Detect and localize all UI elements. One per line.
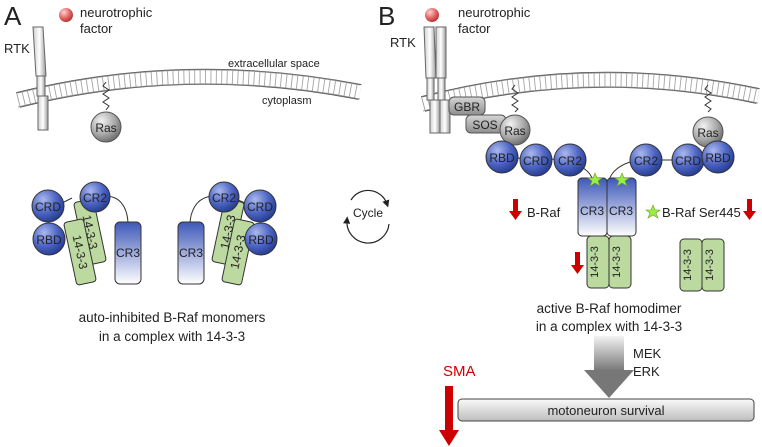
sos-label: SOS	[472, 118, 497, 132]
crd-left-label: CRD	[523, 154, 549, 168]
panel-a-caption-line1: auto-inhibited B-Raf monomers	[79, 310, 266, 325]
rbd-right-label: RBD	[705, 151, 731, 165]
p1433-bound-a-label: 14-3-3	[589, 246, 601, 278]
cr2-right-label: CR2	[634, 154, 658, 168]
neurotrophic-factor-icon	[59, 8, 73, 22]
rbd-left-label: RBD	[489, 151, 515, 165]
cr2-left-label: CR2	[558, 154, 582, 168]
sma-label: SMA	[443, 363, 476, 380]
cr2-label: CR2	[83, 191, 107, 205]
p1433-free-a-label: 14-3-3	[682, 249, 694, 281]
cr3-label: CR3	[179, 246, 203, 260]
p1433-dimer-bound: 14-3-3 14-3-3	[586, 235, 632, 289]
braf-homodimer: RBD CRD CR2 CR2 CRD RBD CR3 CR3	[485, 140, 735, 237]
cr2-label: CR2	[212, 191, 236, 205]
neurotrophic-factor-label-line1: neurotrophic	[80, 5, 153, 20]
rtk-label-b: RTK	[390, 35, 416, 50]
braf-label: B-Raf	[527, 205, 561, 220]
braf-ser445-label: B-Raf Ser445	[662, 205, 741, 220]
p1433-free-b-label: 14-3-3	[704, 249, 716, 281]
neurotrophic-factor-b-line1: neurotrophic	[458, 5, 531, 20]
rtk-label: RTK	[4, 41, 30, 56]
rbd-label: RBD	[36, 233, 62, 247]
erk-label: ERK	[633, 364, 660, 379]
crd-label: CRD	[247, 200, 273, 214]
ras-protein-left	[499, 114, 531, 146]
gbr-protein	[448, 96, 486, 116]
ras-label: Ras	[95, 121, 116, 135]
p1433-bound-b-label: 14-3-3	[611, 246, 623, 278]
decrease-arrow-icon	[509, 199, 522, 220]
cr3-domain	[114, 221, 142, 285]
ras-left-label: Ras	[504, 124, 525, 138]
panel-a-letter: A	[4, 1, 22, 31]
decrease-arrow-icon	[743, 199, 756, 220]
crd-domain	[31, 189, 65, 223]
cycle-label: Cycle	[353, 206, 383, 220]
p1433-dimer-free: 14-3-3 14-3-3	[679, 238, 725, 292]
motoneuron-survival-label: motoneuron survival	[547, 403, 664, 418]
rtk-receptor	[32, 26, 49, 131]
phospho-star-icon	[587, 172, 603, 187]
phospho-star-icon	[614, 172, 630, 187]
cr2-domain	[79, 181, 111, 213]
panel-b-caption-line1: active B-Raf homodimer	[537, 301, 682, 316]
cr3-label: CR3	[116, 246, 140, 260]
crd-right-label: CRD	[675, 154, 701, 168]
mek-label: MEK	[633, 346, 662, 361]
braf-monomer-right: CR3 14-3-3 14-3-3 CRD RBD CR2	[177, 181, 278, 286]
panel-a-caption-line2: in a complex with 14-3-3	[99, 329, 245, 344]
sma-decrease-arrow-icon	[439, 386, 459, 446]
signaling-arrow	[584, 336, 634, 398]
decrease-arrow-icon	[571, 252, 584, 274]
ras-protein	[90, 111, 122, 143]
gbr-label: GBR	[454, 100, 480, 114]
crd-label: CRD	[35, 200, 61, 214]
extracellular-space-label: extracellular space	[228, 58, 320, 70]
rtk-dimer	[423, 26, 451, 134]
neurotrophic-factor-label-line2: factor	[80, 21, 113, 36]
panel-b-letter: B	[378, 1, 395, 31]
rbd-domain	[32, 222, 66, 256]
panel-b-caption-line2: in a complex with 14-3-3	[536, 319, 682, 334]
phospho-star-legend-icon	[645, 204, 661, 219]
rbd-label: RBD	[248, 233, 274, 247]
cycle-icon	[343, 189, 390, 244]
cytoplasm-label: cytoplasm	[262, 95, 312, 107]
neurotrophic-factor-icon-b	[425, 8, 439, 22]
motoneuron-survival-bar	[457, 398, 755, 422]
cr3-left-label: CR3	[580, 204, 604, 218]
ras-right-label: Ras	[697, 126, 718, 140]
neurotrophic-factor-b-line2: factor	[458, 21, 491, 36]
cr3-right-label: CR3	[609, 204, 633, 218]
braf-monomer-left: CR3 14-3-3 14-3-3 CRD RBD CR2	[31, 181, 142, 286]
